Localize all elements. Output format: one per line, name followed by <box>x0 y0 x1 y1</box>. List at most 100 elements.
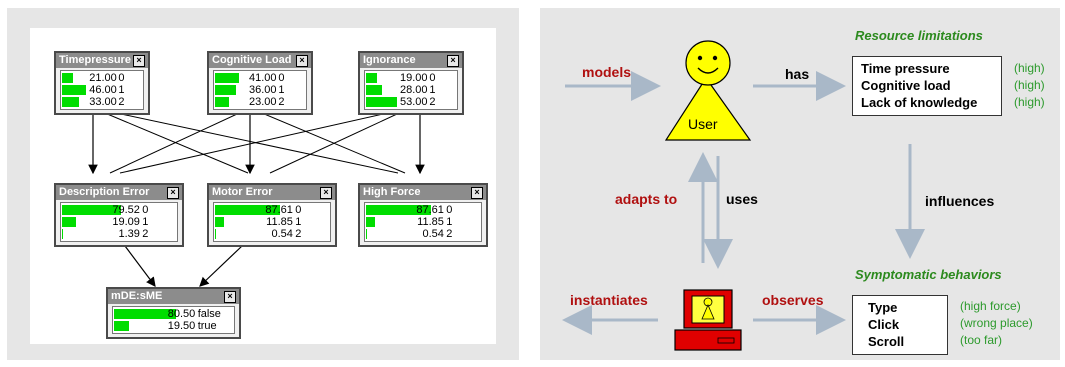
belief-value: 21.00 <box>89 72 117 84</box>
node-title: mDE:sME × <box>108 289 239 304</box>
belief-value: 0.54 <box>422 228 444 240</box>
belief-value: 11.85 <box>266 216 293 228</box>
resource-item: Lack of knowledge <box>861 95 978 110</box>
node-title: High Force × <box>360 185 486 200</box>
edge-cognitive-highforce <box>249 107 406 174</box>
close-icon[interactable]: × <box>320 187 332 199</box>
belief-value: 19.50 <box>167 320 196 332</box>
belief-bar <box>114 309 177 319</box>
belief-bar <box>62 229 64 239</box>
user-figure-icon <box>664 40 752 141</box>
node-title: Timepressure× <box>56 53 148 68</box>
node-title-text: Ignorance <box>363 54 416 66</box>
concept-diagram-panel: models User has Resource limitations Tim… <box>540 8 1060 360</box>
belief-value: 1.39 <box>118 228 140 240</box>
behavior-note: (high force) <box>960 299 1021 313</box>
node-title: Ignorance × <box>360 53 462 68</box>
behavior-item: Click <box>868 317 900 332</box>
belief-value: 53.00 <box>400 96 428 108</box>
belief-bar <box>215 73 240 83</box>
belief-state: 0 <box>278 72 285 84</box>
node-title-text: Cognitive Load <box>212 54 292 66</box>
belief-bar <box>366 85 383 95</box>
concept-arrows <box>562 40 925 351</box>
close-icon[interactable]: × <box>447 55 459 67</box>
bayes-net-edges <box>88 107 425 287</box>
belief-state: 2 <box>295 228 302 240</box>
behavior-notes: (high force) (wrong place) (too far) <box>960 298 1033 349</box>
close-icon[interactable]: × <box>224 291 236 303</box>
belief-state: 0 <box>446 204 453 216</box>
belief-value: 79.52 <box>112 204 140 216</box>
belief-state: false <box>197 308 221 320</box>
adapts-to-label: adapts to <box>615 191 678 207</box>
belief-bar <box>366 205 432 215</box>
belief-value: 87.61 <box>416 204 444 216</box>
belief-state: 0 <box>142 204 149 216</box>
belief-state: 1 <box>142 216 149 228</box>
observes-label: observes <box>762 292 824 308</box>
resource-limitations-title: Resource limitations <box>855 28 983 43</box>
belief-state: 2 <box>118 96 125 108</box>
user-label: User <box>688 116 718 132</box>
node-title: Description Error× <box>56 185 182 200</box>
has-label: has <box>785 66 810 82</box>
belief-value: 46.00 <box>89 84 117 96</box>
computer-icon <box>674 289 742 351</box>
behavior-item: Type <box>868 300 898 315</box>
belief-state: true <box>197 320 217 332</box>
belief-bar <box>62 217 77 227</box>
resource-level: (high) <box>1014 61 1045 75</box>
belief-value: 19.00 <box>400 72 428 84</box>
belief-bar <box>62 73 74 83</box>
behavior-note: (wrong place) <box>960 316 1033 330</box>
belief-bar <box>62 205 122 215</box>
belief-value: 28.00 <box>400 84 428 96</box>
belief-state: 0 <box>295 204 302 216</box>
belief-bar <box>366 217 375 227</box>
close-icon[interactable]: × <box>133 55 145 67</box>
belief-state: 1 <box>429 84 436 96</box>
belief-state: 1 <box>446 216 453 228</box>
belief-state: 0 <box>429 72 436 84</box>
belief-bar <box>114 321 130 331</box>
node-title-text: mDE:sME <box>111 290 163 302</box>
node-title-text: High Force <box>363 186 421 198</box>
belief-value: 23.00 <box>249 96 277 108</box>
belief-bar <box>62 97 80 107</box>
close-icon[interactable]: × <box>296 55 308 67</box>
edge-ignorance-description <box>119 107 411 174</box>
belief-state: 1 <box>295 216 302 228</box>
close-icon[interactable]: × <box>471 187 483 199</box>
belief-state: 2 <box>278 96 285 108</box>
resource-item: Cognitive load <box>861 78 951 93</box>
belief-state: 1 <box>118 84 125 96</box>
close-icon[interactable]: × <box>167 187 179 199</box>
